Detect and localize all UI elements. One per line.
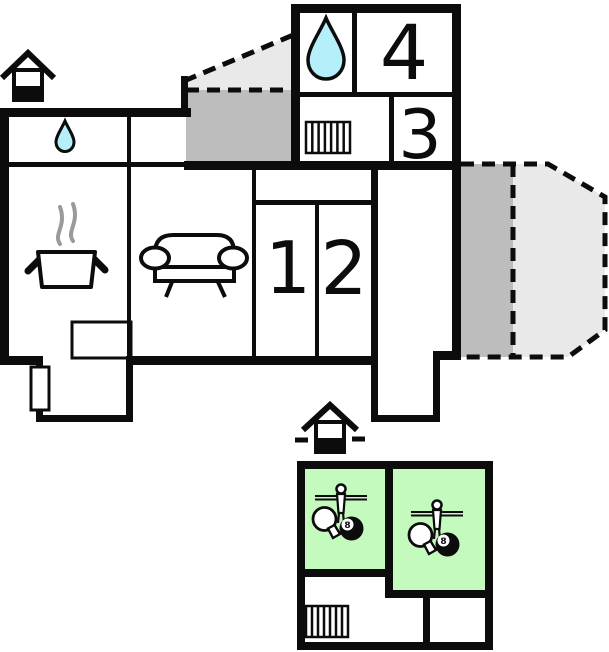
room-1	[256, 205, 315, 356]
wall	[385, 590, 493, 598]
wall	[126, 356, 378, 365]
wall	[297, 569, 393, 577]
wall	[433, 351, 461, 360]
room-3-label: 3	[398, 96, 441, 175]
wall	[252, 166, 256, 361]
closet-outline	[70, 320, 133, 360]
kitchen-pot-icon	[24, 202, 109, 289]
wall	[315, 205, 319, 361]
steam-icon	[69, 202, 77, 243]
wall	[433, 351, 440, 422]
room-2-label: 2	[320, 226, 367, 312]
veranda-roof-area	[186, 33, 297, 90]
wall	[36, 415, 133, 422]
terrace-dashed-outline	[461, 161, 608, 360]
wall	[385, 469, 393, 598]
wall	[485, 461, 493, 650]
wall	[300, 92, 452, 97]
water-drop-icon	[306, 13, 346, 81]
wall	[126, 356, 133, 422]
steam-icon	[56, 205, 64, 246]
wall	[0, 356, 43, 365]
wall	[297, 642, 493, 650]
table-tennis-paddle-icon	[311, 506, 338, 532]
wall	[256, 200, 372, 205]
wall	[297, 461, 493, 469]
wall	[127, 117, 131, 361]
wall	[352, 13, 357, 97]
wall	[297, 461, 305, 650]
walls-basement	[297, 461, 493, 650]
terrace-near-area	[461, 164, 513, 357]
veranda-floor-area	[186, 90, 295, 162]
foosball-player-icon	[335, 483, 347, 495]
wall	[291, 4, 300, 167]
stairs-icon	[304, 604, 350, 639]
eight-ball-label: 8	[344, 521, 350, 531]
game-icon: 8	[311, 483, 367, 541]
table-tennis-paddle-icon	[407, 522, 434, 548]
room-4	[357, 13, 452, 92]
terrace-far-area	[513, 164, 605, 357]
veranda-top-left	[183, 30, 299, 162]
foosball-player-icon	[431, 499, 443, 511]
wall	[181, 76, 188, 112]
room-4-label: 4	[380, 8, 428, 97]
wall	[0, 108, 191, 117]
room-2	[319, 205, 371, 356]
wall	[423, 598, 430, 650]
walls-upper-floor	[0, 4, 461, 422]
wall	[291, 4, 461, 13]
game-icon: 8	[407, 499, 463, 557]
wall	[389, 97, 394, 165]
wall	[371, 166, 378, 422]
wall	[371, 415, 440, 422]
water-drop-icon	[54, 117, 76, 154]
wall	[184, 161, 461, 170]
entrance-house-icon	[295, 400, 365, 454]
entrance-house-icon	[0, 48, 57, 102]
eight-ball-label: 8	[440, 537, 446, 547]
door-marker	[29, 365, 51, 412]
wall	[0, 162, 186, 167]
wall	[0, 108, 9, 365]
sofa-icon	[139, 233, 249, 298]
room-3	[394, 97, 452, 161]
wall	[452, 4, 461, 360]
room-1-label: 1	[265, 226, 311, 310]
stairs-icon	[304, 120, 352, 155]
terrace-right	[461, 161, 608, 360]
